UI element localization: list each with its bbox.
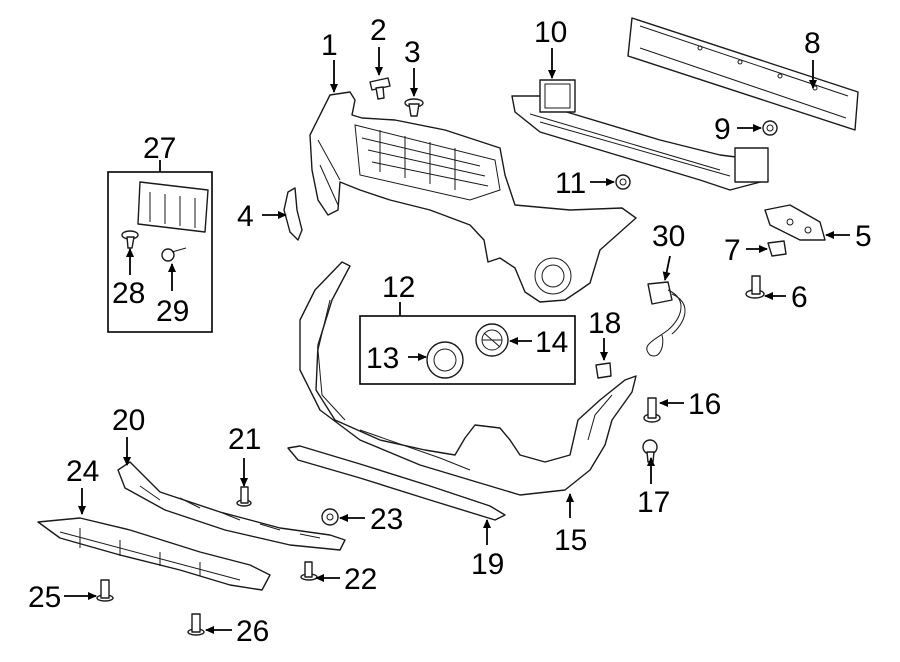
callout-9: 9 — [714, 113, 731, 146]
fog-lamp-bezel-13-part — [426, 341, 464, 379]
screw-28-part — [121, 230, 139, 249]
leader-lines — [64, 47, 850, 634]
cap-18-part — [595, 362, 612, 379]
callout-13: 13 — [366, 342, 399, 375]
callout-27: 27 — [143, 132, 176, 165]
rivet-17-part — [642, 439, 658, 463]
callout-labels: 1 2 3 4 5 6 7 8 9 10 11 12 13 14 15 16 1… — [28, 14, 872, 648]
nut-23-part — [321, 508, 339, 526]
license-bracket-part — [137, 181, 209, 233]
reinforcement-part — [627, 17, 859, 131]
callout-7: 7 — [724, 234, 741, 267]
callout-16: 16 — [688, 388, 721, 421]
callout-12: 12 — [382, 271, 415, 304]
bolt-6-part — [745, 275, 765, 299]
callout-28: 28 — [112, 277, 145, 310]
callout-15: 15 — [554, 524, 587, 557]
wiring-harness-part — [646, 281, 686, 357]
callout-30: 30 — [652, 220, 685, 253]
callout-29: 29 — [156, 295, 189, 328]
fog-lamp-ring-14-part — [475, 323, 509, 357]
callout-22: 22 — [344, 563, 377, 596]
retainer-part — [404, 98, 424, 117]
callout-2: 2 — [370, 14, 387, 47]
side-bracket-part — [283, 187, 303, 241]
callout-20: 20 — [112, 404, 145, 437]
lower-lip-19-part — [287, 445, 506, 521]
fog-lamp-group-box — [359, 315, 576, 385]
callout-6: 6 — [791, 281, 808, 314]
deflector-20-part — [117, 461, 346, 551]
callout-23: 23 — [370, 503, 403, 536]
clip-9-part — [762, 120, 778, 136]
splash-shield-24-part — [37, 517, 271, 591]
nut-7-part — [767, 240, 787, 257]
callout-18: 18 — [588, 307, 621, 340]
callout-25: 25 — [28, 581, 61, 614]
callout-8: 8 — [804, 27, 821, 60]
bolt-25-part — [96, 579, 114, 602]
callout-21: 21 — [228, 423, 261, 456]
callout-3: 3 — [404, 36, 421, 69]
callout-26: 26 — [236, 615, 269, 648]
screw-29-part — [161, 247, 187, 262]
push-pin-part — [369, 77, 391, 100]
callout-19: 19 — [471, 548, 504, 581]
callout-17: 17 — [637, 486, 670, 519]
bolt-21-part — [236, 486, 252, 507]
callout-14: 14 — [535, 326, 568, 359]
impact-bar-part — [511, 79, 769, 191]
callout-4: 4 — [237, 200, 254, 233]
bracket-5-part — [764, 204, 826, 241]
callout-1: 1 — [321, 29, 338, 62]
bolt-22-part — [300, 561, 318, 581]
callout-24: 24 — [66, 455, 99, 488]
lower-fascia-part — [299, 261, 637, 496]
clip-11-part — [615, 174, 631, 190]
bolt-26-part — [187, 613, 205, 636]
callout-11: 11 — [555, 167, 586, 200]
callout-5: 5 — [855, 220, 872, 253]
upper-fascia-part — [309, 91, 637, 303]
bolt-16-part — [643, 397, 661, 423]
callout-10: 10 — [534, 16, 567, 49]
